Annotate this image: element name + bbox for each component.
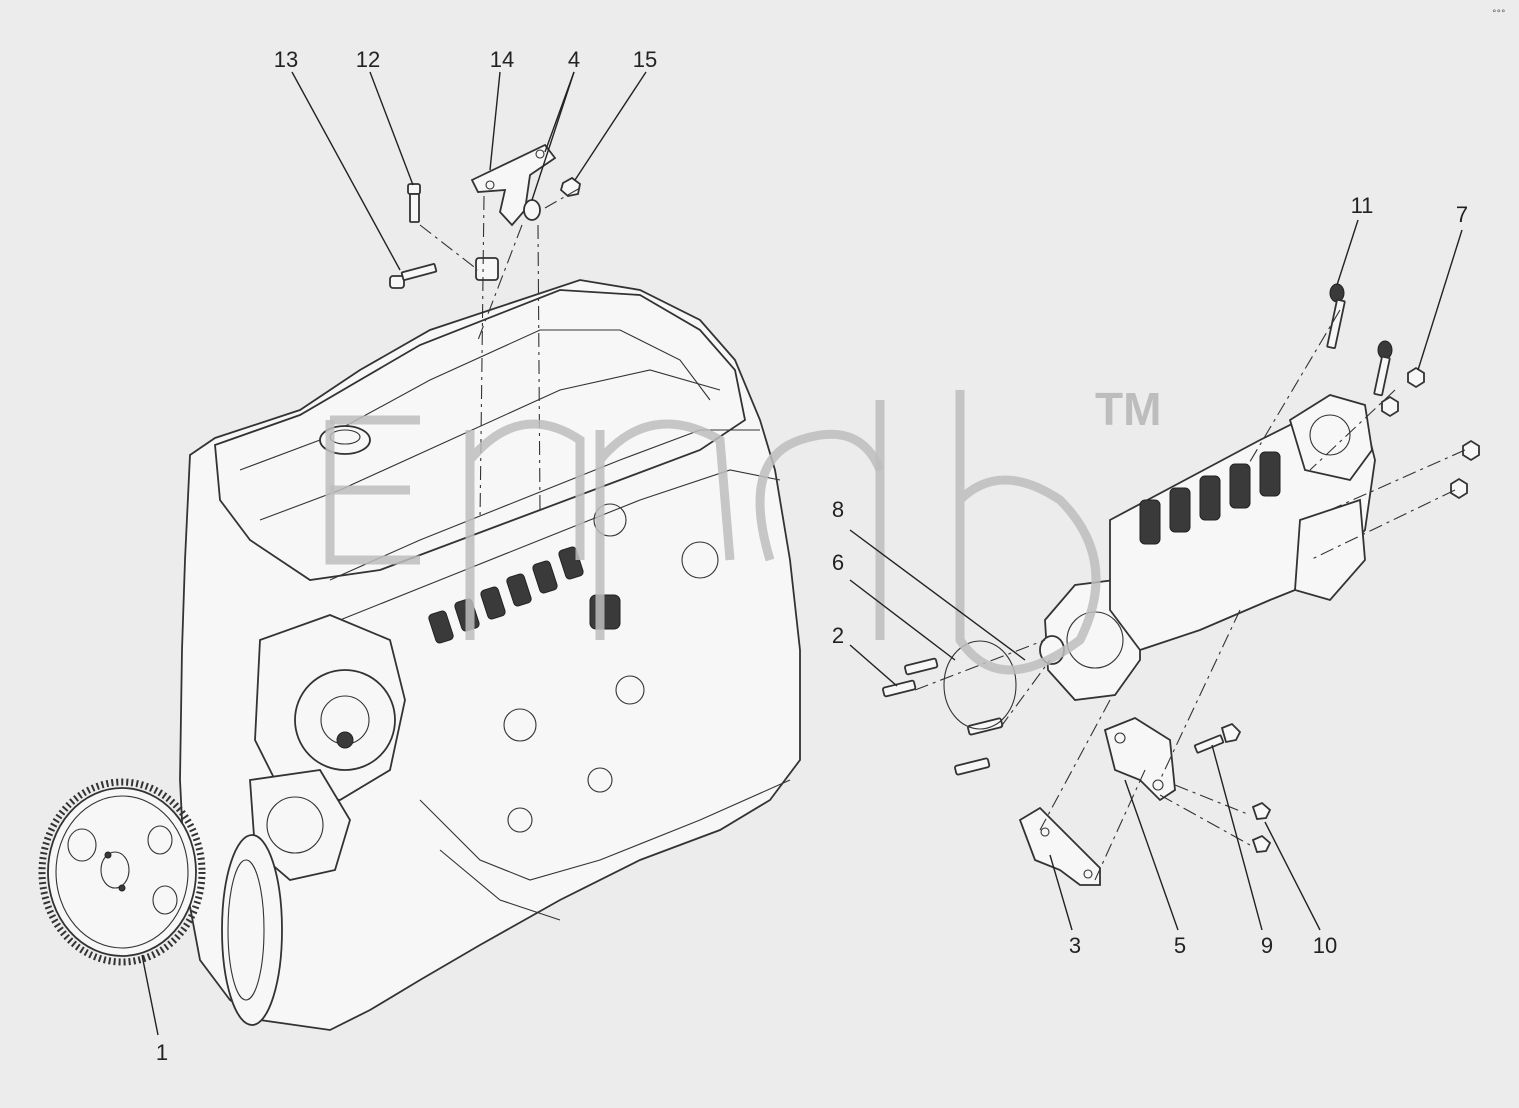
- lower-bracket-assembly: [1018, 609, 1272, 886]
- callout-6: 6: [832, 550, 844, 575]
- callout-3: 3: [1069, 933, 1081, 958]
- callout-12: 12: [356, 47, 380, 72]
- watermark-logo: TM: [325, 383, 1161, 675]
- callout-11: 11: [1351, 193, 1374, 218]
- corner-mark: °°°: [1492, 9, 1506, 19]
- callout-8: 8: [832, 497, 844, 522]
- upper-bracket-assembly: [389, 143, 581, 521]
- fuel-pump-assembly: [882, 283, 1480, 776]
- callout-9: 9: [1261, 933, 1273, 958]
- watermark-trademark: TM: [1095, 383, 1161, 435]
- pump-elements: [1139, 451, 1281, 545]
- callout-7: 7: [1456, 202, 1468, 227]
- callout-14: 14: [490, 47, 514, 72]
- callout-4: 4: [568, 47, 580, 72]
- callout-1: 1: [156, 1040, 168, 1065]
- leader-lines: [141, 71, 1463, 1036]
- callout-15: 15: [633, 47, 657, 72]
- callout-13: 13: [274, 47, 298, 72]
- gear-part: [38, 778, 206, 966]
- callout-5: 5: [1174, 933, 1186, 958]
- callout-2: 2: [832, 623, 844, 648]
- callout-10: 10: [1313, 933, 1337, 958]
- engine-block: [179, 279, 801, 1031]
- callout-labels: 13 12 14 4 15 11 7 8 6 2 3 5 9 10 1: [156, 47, 1468, 1065]
